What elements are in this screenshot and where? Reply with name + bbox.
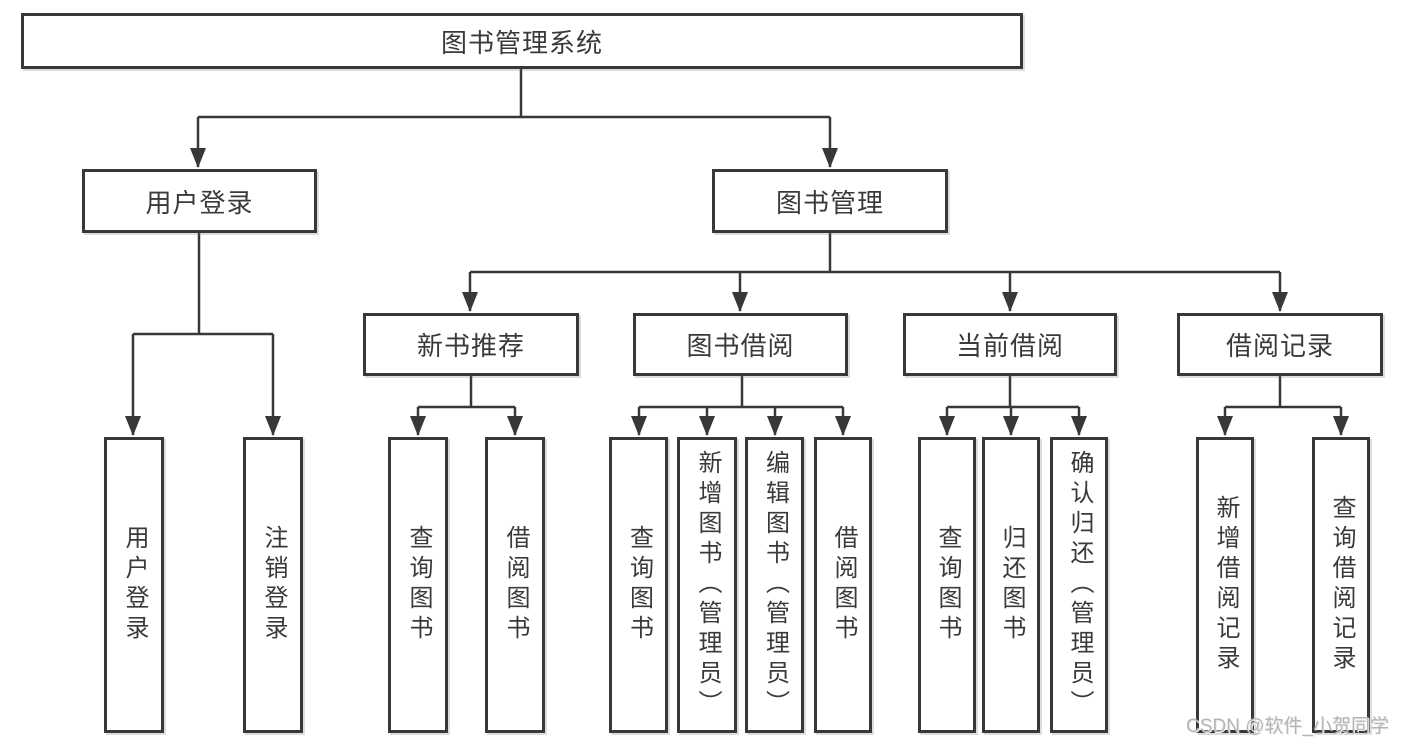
leaf-query-book-borrow: 查询图书 <box>609 437 668 733</box>
node-label: 图书管理系统 <box>440 27 603 58</box>
node-root-system: 图书管理系统 <box>21 13 1023 69</box>
node-label: 查询图书 <box>934 525 961 645</box>
node-label: 新书推荐 <box>416 331 525 361</box>
node-book-management: 图书管理 <box>712 169 948 233</box>
leaf-logout: 注销登录 <box>243 437 303 733</box>
node-label: 用户登录 <box>121 525 148 645</box>
leaf-query-book-current: 查询图书 <box>918 437 976 733</box>
node-label: 新增借阅记录 <box>1212 495 1239 675</box>
node-label: 图书管理 <box>775 187 884 218</box>
node-label: 借阅图书 <box>830 525 857 645</box>
leaf-return-book: 归还图书 <box>982 437 1040 733</box>
node-label: 借阅图书 <box>502 525 529 645</box>
node-label: 归还图书 <box>998 525 1025 645</box>
node-label: 当前借阅 <box>955 331 1064 361</box>
leaf-user-login: 用户登录 <box>104 437 164 733</box>
leaf-edit-book-admin: 编辑图书（管理员） <box>745 437 804 733</box>
leaf-query-book-recommend: 查询图书 <box>388 437 448 733</box>
node-label: 查询图书 <box>625 525 653 645</box>
node-current-borrow: 当前借阅 <box>903 313 1117 376</box>
leaf-add-borrow-record: 新增借阅记录 <box>1196 437 1254 733</box>
leaf-query-borrow-record: 查询借阅记录 <box>1312 437 1370 733</box>
leaf-add-book-admin: 新增图书（管理员） <box>677 437 737 733</box>
node-borrow-records: 借阅记录 <box>1177 313 1383 376</box>
node-label: 用户登录 <box>145 187 254 218</box>
leaf-borrow-book-recommend: 借阅图书 <box>485 437 545 733</box>
node-label: 编辑图书（管理员） <box>761 450 789 720</box>
node-label: 借阅记录 <box>1225 331 1334 361</box>
leaf-confirm-return-admin: 确认归还（管理员） <box>1050 437 1108 733</box>
node-book-borrow: 图书借阅 <box>633 313 848 376</box>
node-label: 确认归还（管理员） <box>1066 450 1093 720</box>
node-label: 新增图书（管理员） <box>694 450 721 720</box>
node-label: 注销登录 <box>260 525 287 645</box>
csdn-watermark: CSDN @软件_小贺同学 <box>1186 716 1389 737</box>
leaf-borrow-book: 借阅图书 <box>814 437 872 733</box>
node-label: 查询借阅记录 <box>1328 495 1355 675</box>
node-label: 图书借阅 <box>686 331 795 361</box>
node-new-book-recommend: 新书推荐 <box>363 313 579 376</box>
node-label: 查询图书 <box>405 525 432 645</box>
node-user-login: 用户登录 <box>82 169 317 233</box>
